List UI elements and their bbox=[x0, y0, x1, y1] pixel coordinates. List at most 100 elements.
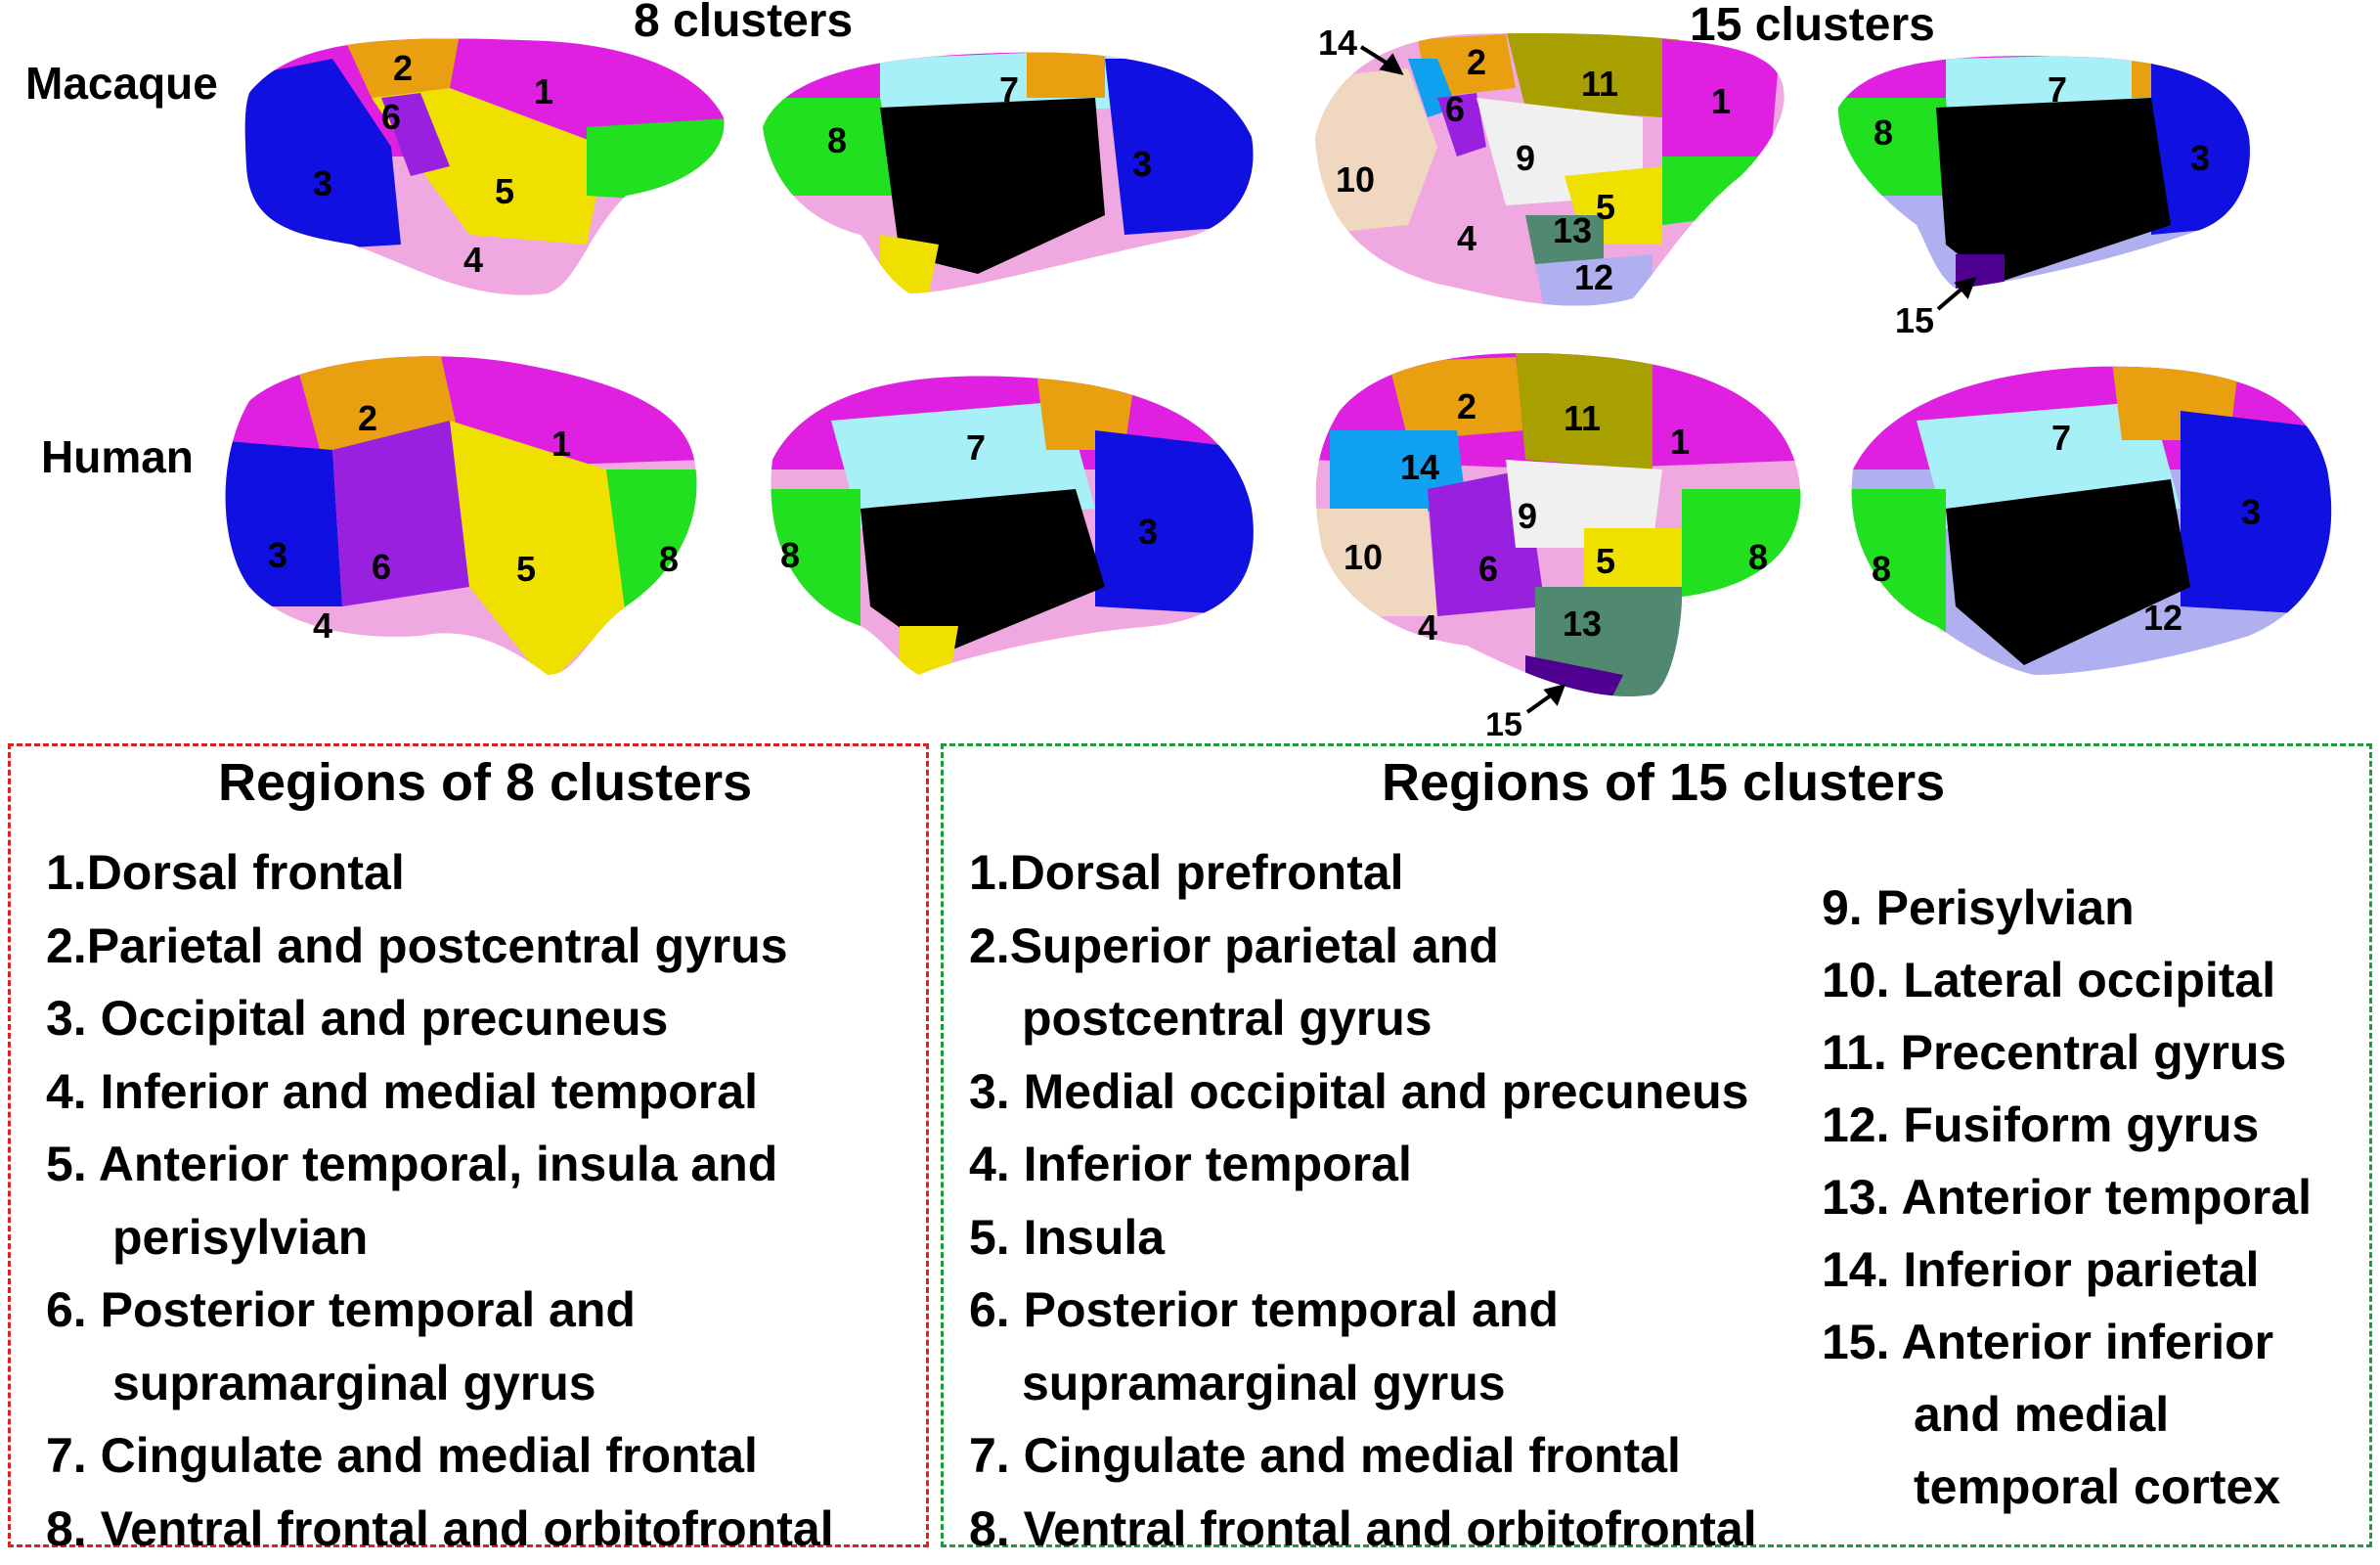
legend15-right-item-text: Lateral occipital bbox=[1889, 953, 2276, 1007]
label-macaque15-lat-6: 6 bbox=[1445, 89, 1465, 129]
legend15-right-item: temporal cortex bbox=[1914, 1451, 2280, 1523]
label-macaque15-lat-13: 13 bbox=[1553, 210, 1592, 250]
legend15-left-item: 4. Inferior temporal bbox=[969, 1128, 1412, 1200]
label-macaque8-lat-5: 5 bbox=[495, 171, 514, 211]
label-human15-med-7: 7 bbox=[2051, 418, 2071, 458]
label-human8-lat-3: 3 bbox=[268, 535, 287, 575]
legend15-right-item-text: Precentral gyrus bbox=[1886, 1025, 2287, 1080]
legend15-right-item: and medial bbox=[1914, 1378, 2169, 1451]
label-macaque15-lat-5: 5 bbox=[1596, 187, 1615, 227]
label-human8-med-3: 3 bbox=[1138, 512, 1158, 552]
legend8-item-number: 1. bbox=[46, 845, 87, 900]
legend8-item-number: 4. bbox=[46, 1063, 87, 1119]
legend8-item-text: Dorsal frontal bbox=[86, 845, 405, 900]
legend8-item-text: Ventral frontal and orbitofrontal bbox=[86, 1500, 834, 1556]
legend15-left-item-text: postcentral gyrus bbox=[1022, 991, 1432, 1046]
legend8-item-number: 7. bbox=[46, 1428, 87, 1483]
legend15-title: Regions of 15 clusters bbox=[1382, 753, 1946, 812]
brain-human-8-lateral bbox=[225, 356, 697, 675]
legend15-left-item-text: Insula bbox=[1009, 1209, 1166, 1265]
legend15-right-item: 13. Anterior temporal bbox=[1822, 1161, 2312, 1233]
legend8-item-text: Anterior temporal, insula and bbox=[86, 1137, 778, 1191]
legend8-item: 6. Posterior temporal and bbox=[46, 1274, 636, 1346]
label-human15-lat-6: 6 bbox=[1478, 549, 1498, 589]
header-15-clusters: 15 clusters bbox=[1690, 0, 1935, 51]
label-macaque8-med-8: 8 bbox=[827, 120, 847, 160]
brain-cluster-maps: .lbl { font-family:"Liberation Sans", sa… bbox=[225, 22, 2332, 743]
label-human15-med-3: 3 bbox=[2241, 492, 2261, 532]
legend15-left-item-number: 2. bbox=[969, 917, 1010, 973]
label-human15-lat-10: 10 bbox=[1344, 537, 1383, 577]
legend8-item: 5. Anterior temporal, insula and bbox=[46, 1128, 777, 1200]
legend15-left-item: 7. Cingulate and medial frontal bbox=[969, 1419, 1681, 1492]
brain-human-8-medial bbox=[771, 376, 1254, 675]
label-macaque15-lat-4: 4 bbox=[1457, 218, 1476, 258]
label-macaque15-lat-1: 1 bbox=[1711, 81, 1731, 121]
label-human15-lat-15: 15 bbox=[1485, 706, 1522, 743]
label-macaque15-lat-14: 14 bbox=[1318, 22, 1357, 63]
legend8-item-number: 6. bbox=[46, 1282, 87, 1337]
label-macaque15-med-15: 15 bbox=[1895, 300, 1934, 340]
legend8-item-number: 2. bbox=[46, 917, 87, 973]
arrowhead-human15-15 bbox=[1543, 684, 1566, 706]
legend8-item-text: Posterior temporal and bbox=[86, 1282, 636, 1337]
legend8-item-number: 8. bbox=[46, 1500, 87, 1556]
legend15-right-item-text: Anterior temporal bbox=[1889, 1170, 2313, 1225]
legend15-right-item-text: Perisylvian bbox=[1862, 880, 2135, 935]
label-human15-lat-8: 8 bbox=[1748, 537, 1768, 577]
label-human8-lat-1: 1 bbox=[551, 424, 571, 464]
label-human15-lat-11: 11 bbox=[1564, 398, 1601, 438]
pointer-arrows bbox=[1359, 45, 1977, 714]
legend8-item: 7. Cingulate and medial frontal bbox=[46, 1419, 758, 1492]
legend8-item-text: Inferior and medial temporal bbox=[86, 1063, 758, 1119]
label-macaque15-med-7: 7 bbox=[2048, 69, 2067, 110]
legend15-left-item-number: 7. bbox=[969, 1428, 1010, 1483]
legend8-item-text: Cingulate and medial frontal bbox=[86, 1428, 758, 1483]
label-human15-lat-1: 1 bbox=[1670, 422, 1690, 462]
label-macaque8-lat-4: 4 bbox=[463, 240, 483, 280]
legend15-right-item-text: Fusiform gyrus bbox=[1889, 1097, 2260, 1152]
legend15-left-item-number: 8. bbox=[969, 1500, 1010, 1556]
legend8-item-number: 3. bbox=[46, 991, 87, 1046]
label-human8-lat-2: 2 bbox=[358, 398, 377, 438]
legend15-left-item: 2.Superior parietal and bbox=[969, 910, 1499, 982]
label-human8-lat-4: 4 bbox=[313, 605, 332, 646]
label-human15-lat-13: 13 bbox=[1563, 604, 1602, 644]
legend15-left-item-number: 6. bbox=[969, 1282, 1010, 1337]
label-human8-lat-5: 5 bbox=[516, 549, 536, 589]
legend15-right-item-number: 9. bbox=[1822, 880, 1863, 935]
label-human15-lat-14: 14 bbox=[1400, 447, 1439, 487]
legend15-right-item-number: 14. bbox=[1822, 1242, 1890, 1297]
label-macaque8-lat-2: 2 bbox=[393, 48, 413, 88]
label-macaque15-lat-10: 10 bbox=[1336, 159, 1375, 200]
legend15-left-item-text: Medial occipital and precuneus bbox=[1009, 1063, 1749, 1119]
legend15-right-item-number: 10. bbox=[1822, 953, 1890, 1007]
legend15-right-item-text: Inferior parietal bbox=[1889, 1242, 2260, 1297]
legend8-title: Regions of 8 clusters bbox=[218, 753, 753, 812]
legend15-left-item: 1.Dorsal prefrontal bbox=[969, 836, 1404, 909]
legend15-left-item: 6. Posterior temporal and bbox=[969, 1274, 1559, 1346]
legend15-right-item: 10. Lateral occipital bbox=[1822, 944, 2275, 1016]
label-macaque8-lat-3: 3 bbox=[313, 163, 332, 203]
arrowhead-macaque15-14 bbox=[1379, 53, 1404, 75]
legend8-item-text: supramarginal gyrus bbox=[112, 1355, 596, 1410]
brain-human-15-medial bbox=[1851, 366, 2332, 675]
legend15-right-item-number: 15. bbox=[1822, 1315, 1890, 1369]
label-human15-lat-9: 9 bbox=[1518, 496, 1537, 536]
legend8-item: 1.Dorsal frontal bbox=[46, 836, 405, 909]
legend8-item-text: Parietal and postcentral gyrus bbox=[86, 917, 788, 973]
legend8-item: 2.Parietal and postcentral gyrus bbox=[46, 910, 788, 982]
label-human8-med-7: 7 bbox=[966, 427, 986, 468]
legend8-item: 3. Occipital and precuneus bbox=[46, 982, 668, 1054]
legend15-right-item-text: Anterior inferior bbox=[1889, 1315, 2274, 1369]
legend15-left-item-text: Ventral frontal and orbitofrontal bbox=[1009, 1500, 1757, 1556]
label-macaque15-med-3: 3 bbox=[2190, 138, 2210, 178]
label-macaque15-med-8: 8 bbox=[1873, 112, 1893, 153]
legend15-left-item-text: Cingulate and medial frontal bbox=[1009, 1428, 1681, 1483]
label-macaque15-lat-11: 11 bbox=[1581, 64, 1618, 104]
brain-macaque-8-medial bbox=[763, 52, 1254, 293]
label-human8-med-8: 8 bbox=[780, 535, 800, 575]
legend15-left-item: 5. Insula bbox=[969, 1201, 1165, 1274]
legend15-left-item-text: Dorsal prefrontal bbox=[1009, 845, 1404, 900]
